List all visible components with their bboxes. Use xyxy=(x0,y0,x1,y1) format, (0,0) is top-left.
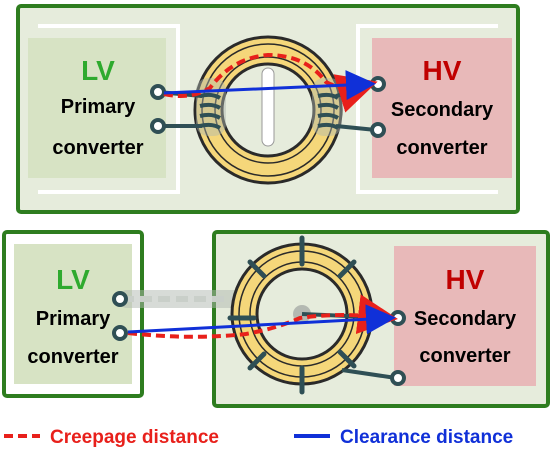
bottom-hv-box xyxy=(394,246,536,386)
top-lv-terminal-upper xyxy=(150,84,166,100)
top-hv-terminal-upper xyxy=(370,76,386,92)
bottom-hv-title: HV xyxy=(446,264,485,295)
bottom-lv-title: LV xyxy=(56,264,90,295)
bottom-hv-lead-lower xyxy=(341,368,397,380)
top-panel: LV Primary converter HV Secondary conver… xyxy=(16,4,520,214)
bottom-creepage-path xyxy=(127,294,398,339)
top-lv-terminal-lower xyxy=(150,118,166,134)
legend-clearance-label: Clearance distance xyxy=(340,427,513,448)
bottom-lv-box xyxy=(14,244,132,384)
bottom-panel: LV Primary converter HV Secondary conver… xyxy=(2,230,550,408)
bottom-lv-terminal-lower xyxy=(112,325,128,341)
top-hv-line2: converter xyxy=(396,137,487,159)
bottom-lv-line2: converter xyxy=(27,346,118,368)
bottom-hv-line2: converter xyxy=(419,345,510,367)
bottom-hv-line1: Secondary xyxy=(414,308,517,330)
top-lv-line1: Primary xyxy=(61,96,136,118)
bottom-hv-terminal-lower xyxy=(390,370,406,386)
top-hv-line1: Secondary xyxy=(391,99,494,121)
legend: Creepage distance Clearance distance xyxy=(4,427,513,448)
bottom-lv-terminal-upper xyxy=(112,291,128,307)
top-lv-line2: converter xyxy=(52,137,143,159)
top-hv-title: HV xyxy=(423,55,462,86)
bottom-clearance-path xyxy=(127,304,396,335)
bottom-hv-terminal-upper xyxy=(390,310,406,326)
top-left-slot-outline xyxy=(38,24,180,194)
top-hv-terminal-lower xyxy=(370,122,386,138)
top-hv-lead-lower xyxy=(335,124,377,132)
bottom-radial-windings xyxy=(227,235,357,395)
top-lv-box xyxy=(28,38,166,178)
top-lv-title: LV xyxy=(81,55,115,86)
bottom-lv-line1: Primary xyxy=(36,308,111,330)
top-hv-box xyxy=(372,38,512,178)
legend-creepage-label: Creepage distance xyxy=(50,427,219,448)
top-clearance-path xyxy=(163,70,376,101)
